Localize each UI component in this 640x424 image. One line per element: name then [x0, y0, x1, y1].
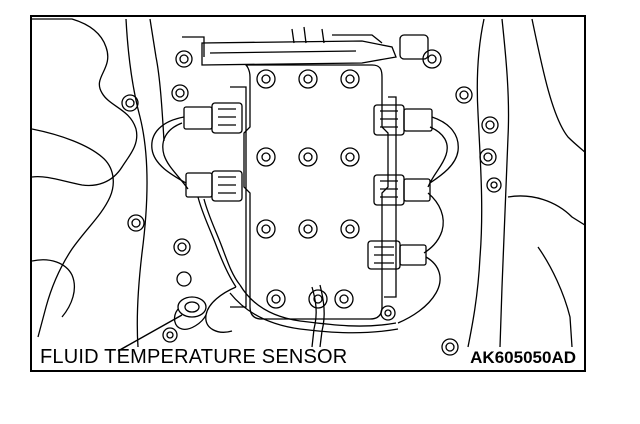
wiring-harness [205, 284, 399, 348]
figure-frame: FLUID TEMPERATURE SENSOR AK605050AD [30, 15, 586, 372]
top-bracket [182, 26, 429, 66]
right-solenoid-connectors [367, 104, 459, 324]
fluid-temperature-sensor [173, 296, 207, 330]
valve-body-cover [230, 64, 397, 320]
figure-id: AK605050AD [470, 348, 576, 367]
transmission-case-outline [32, 18, 584, 348]
valve-body-illustration [32, 18, 584, 356]
left-solenoid-connectors [151, 102, 243, 288]
figure-caption: FLUID TEMPERATURE SENSOR [40, 346, 348, 368]
cover-bolts [256, 69, 360, 309]
caption-leader-line [117, 314, 183, 352]
